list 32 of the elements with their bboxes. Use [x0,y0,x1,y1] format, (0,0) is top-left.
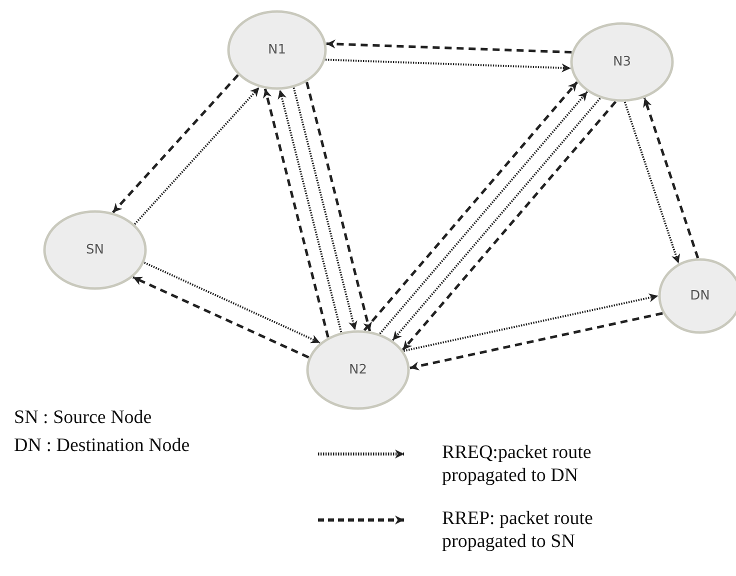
dashed-arrow [326,40,572,54]
network-node [43,210,147,290]
network-node [227,10,327,90]
dotted-arrow [134,86,260,225]
network-node [570,22,674,102]
dashed-arrow [363,81,578,332]
node-label: DN [690,288,710,304]
dotted-arrow [144,262,320,344]
dotted-arrow [392,98,601,341]
node-label: N3 [613,54,631,70]
dashed-arrow [402,100,617,351]
dashed-arrow [112,74,239,214]
dotted-arrow [624,102,680,264]
abbreviation-note: DN : Destination Node [14,435,190,457]
node-label: N2 [349,362,367,378]
network-node [306,330,410,410]
dashed-arrow [263,88,330,338]
dotted-arrow [403,293,658,352]
dotted-arrow [278,90,342,332]
dotted-arrow [325,58,571,72]
node-label: SN [86,242,104,258]
legend-text: RREQ:packet route propagated to DN [442,441,592,487]
dotted-arrow [379,91,588,334]
dashed-arrow [132,276,310,359]
node-label: N1 [268,42,286,58]
network-node [658,258,736,334]
legend-text: RREP: packet route propagated to SN [442,507,594,553]
dotted-arrow [292,87,358,330]
dashed-arrow [306,82,372,332]
abbreviation-note: SN : Source Node [14,407,152,429]
dashed-arrow [643,98,700,258]
dashed-arrow [410,312,663,370]
